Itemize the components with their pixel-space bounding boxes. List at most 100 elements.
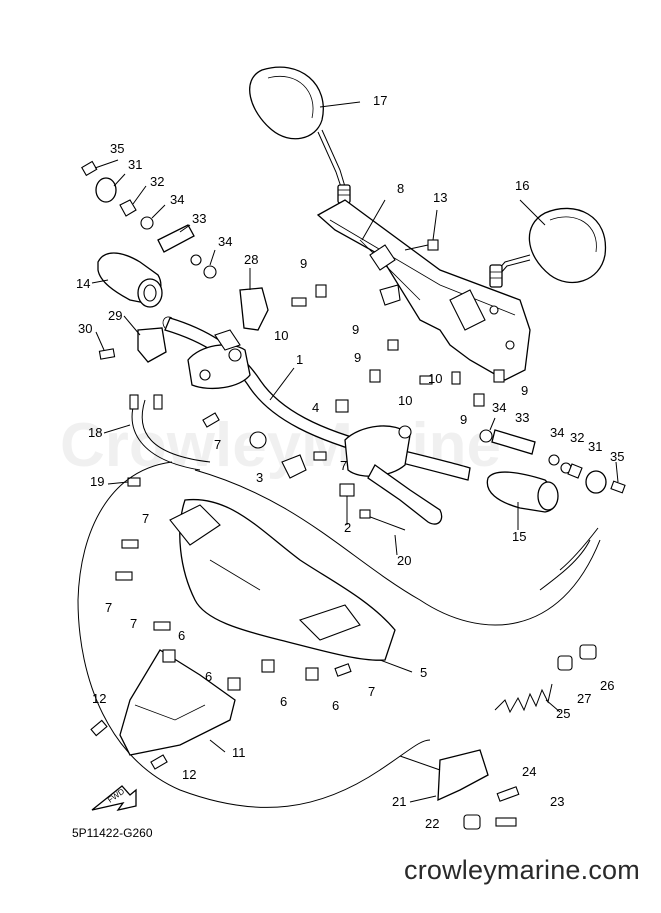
grip-15[interactable]: [486, 471, 559, 530]
cable-end: [539, 539, 591, 591]
mirror-right[interactable]: [489, 199, 607, 288]
callout-c22: 22: [425, 816, 439, 831]
right-small-parts[interactable]: [479, 417, 626, 494]
part-26[interactable]: [579, 644, 597, 660]
callout-c19: 19: [90, 474, 104, 489]
callout-c31a: 31: [128, 157, 142, 172]
bolt-24[interactable]: [496, 786, 520, 802]
callout-c16: 16: [515, 178, 529, 193]
bolt-10-c[interactable]: [451, 371, 461, 385]
callout-c7b: 7: [105, 600, 112, 615]
bolt-23[interactable]: [495, 817, 517, 827]
nut-3[interactable]: [249, 431, 307, 479]
throttle-cable-18[interactable]: [103, 394, 211, 487]
callout-c15: 15: [512, 529, 526, 544]
callout-c6d: 6: [332, 698, 339, 713]
cover-5[interactable]: [169, 498, 413, 673]
callout-c4: 4: [312, 400, 319, 415]
callout-c11: 11: [232, 745, 246, 760]
callout-c25: 25: [556, 706, 570, 721]
clip-6-a[interactable]: [162, 649, 176, 663]
callout-c35b: 35: [610, 449, 624, 464]
bolt-2[interactable]: [339, 483, 355, 525]
callout-c28: 28: [244, 252, 258, 267]
callout-c6a: 6: [178, 628, 185, 643]
callout-c34d: 34: [550, 425, 564, 440]
clip-9-a[interactable]: [315, 284, 327, 298]
callout-c12b: 12: [182, 767, 196, 782]
clamp-28[interactable]: [239, 268, 269, 331]
callout-c34b: 34: [218, 234, 232, 249]
callout-c2: 2: [344, 520, 351, 535]
callout-c35a: 35: [110, 141, 124, 156]
mirror-left[interactable]: [249, 66, 361, 204]
clip-6-c[interactable]: [261, 659, 275, 673]
clip-9-d[interactable]: [493, 369, 505, 383]
callout-c24: 24: [522, 764, 536, 779]
callout-c30: 30: [78, 321, 92, 336]
callout-c34a: 34: [170, 192, 184, 207]
screw-7-a[interactable]: [121, 539, 139, 549]
throttle-housing[interactable]: [187, 329, 251, 390]
callout-c7a: 7: [142, 511, 149, 526]
screw-7-f[interactable]: [313, 451, 327, 461]
callout-c5: 5: [420, 665, 427, 680]
clamp-4[interactable]: [335, 399, 349, 413]
callout-c33a: 33: [192, 211, 206, 226]
callout-c13: 13: [433, 190, 447, 205]
panel-11[interactable]: [119, 649, 236, 756]
callout-c7e: 7: [214, 437, 221, 452]
callout-c26: 26: [600, 678, 614, 693]
bolt-13[interactable]: [404, 209, 439, 251]
screw-12-b[interactable]: [150, 754, 168, 770]
screw-7-b[interactable]: [115, 571, 133, 581]
part-code: 5P11422-G260: [72, 826, 153, 840]
watermark: crowleymarine.com: [404, 855, 640, 885]
callout-c9c: 9: [354, 350, 361, 365]
bracket-8[interactable]: [316, 199, 531, 381]
clip-9-c[interactable]: [473, 393, 485, 407]
callout-c9a: 9: [300, 256, 307, 271]
screw-7-c[interactable]: [153, 621, 171, 631]
grip-14[interactable]: [91, 252, 163, 308]
callout-c7c: 7: [130, 616, 137, 631]
callout-c1: 1: [296, 352, 303, 367]
callout-c10c: 10: [428, 371, 442, 386]
bracket-21[interactable]: [399, 749, 489, 803]
callout-c9d: 9: [460, 412, 467, 427]
callout-c21: 21: [392, 794, 406, 809]
callout-c9b: 9: [352, 322, 359, 337]
nut-22[interactable]: [463, 814, 481, 830]
spring-25[interactable]: [494, 683, 561, 714]
clip-6-d[interactable]: [305, 667, 319, 681]
clip-6-b[interactable]: [227, 677, 241, 691]
clamp-29[interactable]: [123, 315, 167, 363]
part-27[interactable]: [557, 655, 573, 671]
callout-c7f: 7: [340, 458, 347, 473]
callout-c10a: 10: [274, 328, 288, 343]
cable-outline: [77, 461, 431, 808]
fwd-arrow-icon: FWD: [91, 785, 137, 812]
callout-c12a: 12: [92, 691, 106, 706]
callout-c27: 27: [577, 691, 591, 706]
screw-7-e[interactable]: [202, 412, 220, 428]
callout-c6c: 6: [280, 694, 287, 709]
callout-c29: 29: [108, 308, 122, 323]
brake-lever-assembly[interactable]: [344, 425, 443, 525]
clip-9-b[interactable]: [369, 369, 381, 383]
callout-c23: 23: [550, 794, 564, 809]
callout-c20: 20: [397, 553, 411, 568]
left-small-parts[interactable]: [81, 159, 217, 279]
clip-9-e[interactable]: [387, 339, 399, 351]
bolt-10-a[interactable]: [291, 297, 307, 307]
callout-c33b: 33: [515, 410, 529, 425]
screw-12-a[interactable]: [90, 719, 108, 737]
callout-c34c: 34: [492, 400, 506, 415]
bolt-10-b[interactable]: [419, 375, 433, 385]
cable-20[interactable]: [359, 509, 406, 556]
callout-c7d: 7: [368, 684, 375, 699]
screw-7-d[interactable]: [334, 663, 352, 677]
screw-30[interactable]: [95, 331, 116, 360]
